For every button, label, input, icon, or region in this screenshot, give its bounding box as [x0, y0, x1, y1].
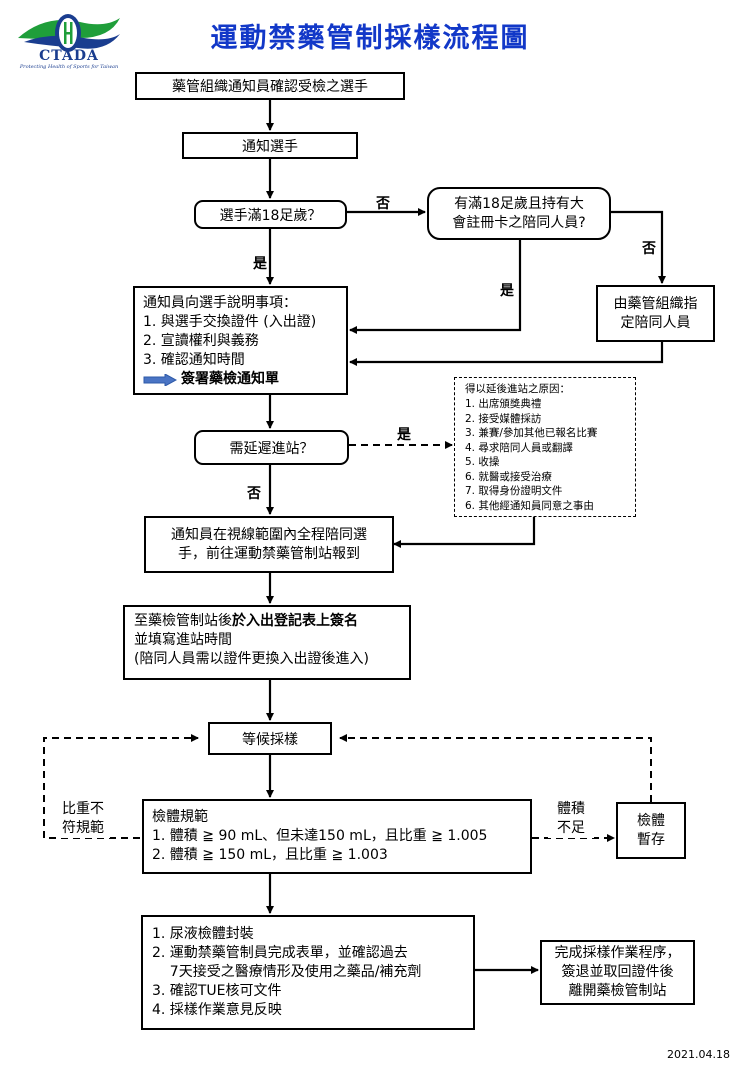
node-sign-register: 至藥檢管制站後於入出登記表上簽名 並填寫進站時間 (陪同人員需以證件更換入出證後… — [123, 605, 411, 680]
right-arrow-icon — [143, 373, 177, 386]
arrow-n8-n9 — [393, 517, 536, 548]
document-date: 2021.04.18 — [667, 1048, 730, 1061]
logo-name: CTADA — [39, 48, 99, 64]
ctada-logo — [10, 8, 128, 74]
node-escort-decision: 有滿18足歲且持有大 會註冊卡之陪同人員? — [427, 187, 611, 240]
node-sample-storage: 檢體 暫存 — [616, 802, 686, 859]
label-no-age: 否 — [376, 196, 390, 212]
node-delay-decision: 需延遲進站？ — [194, 430, 349, 465]
sign-notification-label: 簽署藥檢通知單 — [181, 371, 279, 387]
node-wait-sampling: 等候採樣 — [208, 722, 332, 755]
node-delay-reasons: 得以延後進站之原因： 1. 出席頒獎典禮 2. 接受媒體採訪 3. 兼賽/參加其… — [454, 377, 636, 517]
label-yes-delay: 是 — [397, 427, 411, 443]
label-yes-age: 是 — [253, 256, 267, 272]
arrow-n4-n5-no — [611, 210, 666, 284]
logo-tagline: Protecting Health of Sports for Taiwan — [19, 64, 119, 70]
node-notify-athlete: 通知選手 — [182, 132, 358, 159]
label-no-escort: 否 — [642, 241, 656, 257]
arrow-n4-n6-yes — [349, 240, 522, 334]
arrow-n12-n11-sg-fail — [43, 734, 199, 839]
node-explain-items: 通知員向選手說明事項： 1. 與選手交換證件 (入出證) 2. 宣讀權利與義務 … — [133, 286, 348, 395]
node-seal-complete: 1. 尿液檢體封裝 2. 運動禁藥管制員完成表單，並確認過去 7天接受之醫療情形… — [141, 915, 475, 1030]
node-age-18-decision: 選手滿18足歲？ — [194, 200, 347, 229]
node-sign-out: 完成採樣作業程序， 簽退並取回證件後 離開藥檢管制站 — [540, 940, 695, 1005]
label-no-delay: 否 — [247, 486, 261, 502]
node-escort-to-station: 通知員在視線範圍內全程陪同選 手，前往運動禁藥管制站報到 — [144, 516, 394, 573]
label-sg-fail: 比重不 符規範 — [56, 800, 110, 838]
ctada-emblem-icon — [18, 14, 120, 52]
node-notify-confirm: 藥管組織通知員確認受檢之選手 — [135, 72, 405, 100]
node-assign-escort: 由藥管組織指 定陪同人員 — [596, 285, 715, 342]
label-yes-escort: 是 — [500, 283, 514, 299]
label-volume-fail: 體積 不足 — [548, 800, 594, 838]
arrow-n13-n11 — [339, 734, 652, 802]
arrow-n5-n6 — [349, 342, 664, 366]
page-title: 運動禁藥管制採樣流程圖 — [210, 23, 530, 54]
node-sample-spec: 檢體規範 1. 體積 ≧ 90 mL、但未達150 mL，且比重 ≧ 1.005… — [142, 799, 532, 874]
